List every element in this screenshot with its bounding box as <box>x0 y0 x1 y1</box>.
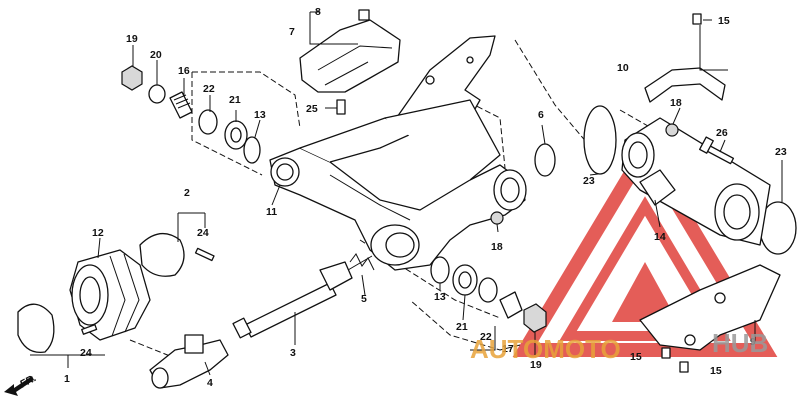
callout-8: 8 <box>315 6 321 18</box>
pivot-bolt-17 <box>499 291 523 319</box>
swingarm <box>269 99 527 271</box>
callout-9: 9 <box>750 336 756 348</box>
callout-18b: 18 <box>670 97 682 109</box>
callout-labels: 1 2 3 4 5 6 7 8 9 10 11 12 13 13 14 15 1… <box>64 6 787 389</box>
callout-23b: 23 <box>775 146 787 158</box>
lock-nut-19b <box>523 303 547 333</box>
callout-17: 17 <box>502 343 514 355</box>
drive-shaft <box>232 261 353 339</box>
callout-24a: 24 <box>197 227 209 239</box>
watermark-text-b: HUB <box>712 328 768 358</box>
washer-20 <box>148 84 166 104</box>
callout-22a: 22 <box>203 83 215 95</box>
bolt-15c <box>679 361 689 373</box>
bolt-25 <box>336 99 346 115</box>
callout-22b: 22 <box>480 331 492 343</box>
callout-20: 20 <box>150 49 162 61</box>
callout-leaders <box>30 11 783 376</box>
direction-label: FR. <box>18 372 39 391</box>
callout-24b: 24 <box>80 347 92 359</box>
callout-11: 11 <box>266 206 277 218</box>
seal-22b <box>478 277 498 303</box>
nut-18a <box>490 211 504 225</box>
callout-15a: 15 <box>718 15 730 27</box>
callout-10: 10 <box>617 62 629 74</box>
callout-3: 3 <box>290 347 296 359</box>
seal-13b <box>430 256 450 284</box>
watermark-logo-icon <box>512 136 778 357</box>
bearing-21b-inner <box>458 271 472 289</box>
callout-15b: 15 <box>630 351 642 363</box>
callout-21a: 21 <box>229 94 241 106</box>
pivot-bolt-16 <box>169 91 193 119</box>
bolt-15b <box>661 347 671 359</box>
callout-6: 6 <box>538 109 544 121</box>
dust-boot <box>69 249 151 341</box>
callout-26: 26 <box>716 127 728 139</box>
watermark-text: AUTOMOTO HUB <box>470 328 768 364</box>
callout-13a: 13 <box>254 109 266 121</box>
callout-19b: 19 <box>530 359 542 371</box>
callout-13b: 13 <box>434 291 446 303</box>
bolt-24b <box>81 324 98 335</box>
seal-ring-23a <box>583 105 617 175</box>
bearing-21a-inner <box>230 127 242 143</box>
upper-bracket <box>299 9 401 93</box>
universal-joint <box>149 334 229 389</box>
callout-1: 1 <box>64 373 70 385</box>
spring-5 <box>347 253 375 271</box>
callout-2: 2 <box>184 187 190 199</box>
watermark-text-a: AUTOMOTO <box>470 334 621 364</box>
callout-12: 12 <box>92 227 104 239</box>
bolt-26 <box>698 136 735 165</box>
callout-23a: 23 <box>583 175 595 187</box>
seal-13a <box>243 136 261 164</box>
callout-19a: 19 <box>126 33 138 45</box>
callout-15c: 15 <box>710 365 722 377</box>
callout-14: 14 <box>654 231 666 243</box>
callout-7: 7 <box>289 26 295 38</box>
bolt-24a <box>194 247 215 262</box>
lower-bracket <box>639 264 781 351</box>
boot-band-1 <box>17 303 55 354</box>
o-ring-6 <box>534 143 556 177</box>
callout-4: 4 <box>207 377 213 389</box>
nut-18b <box>665 123 679 137</box>
callout-5: 5 <box>361 293 367 305</box>
clamp-10 <box>644 13 726 103</box>
lock-nut-19a <box>121 65 143 91</box>
callout-18a: 18 <box>491 241 503 253</box>
final-drive-housing <box>621 117 771 246</box>
front-direction-arrow-icon: FR. <box>4 372 38 396</box>
seal-22a <box>198 109 218 135</box>
callout-21b: 21 <box>456 321 468 333</box>
callout-16: 16 <box>178 65 190 77</box>
callout-25: 25 <box>306 103 318 115</box>
boot-band-2 <box>139 233 185 277</box>
